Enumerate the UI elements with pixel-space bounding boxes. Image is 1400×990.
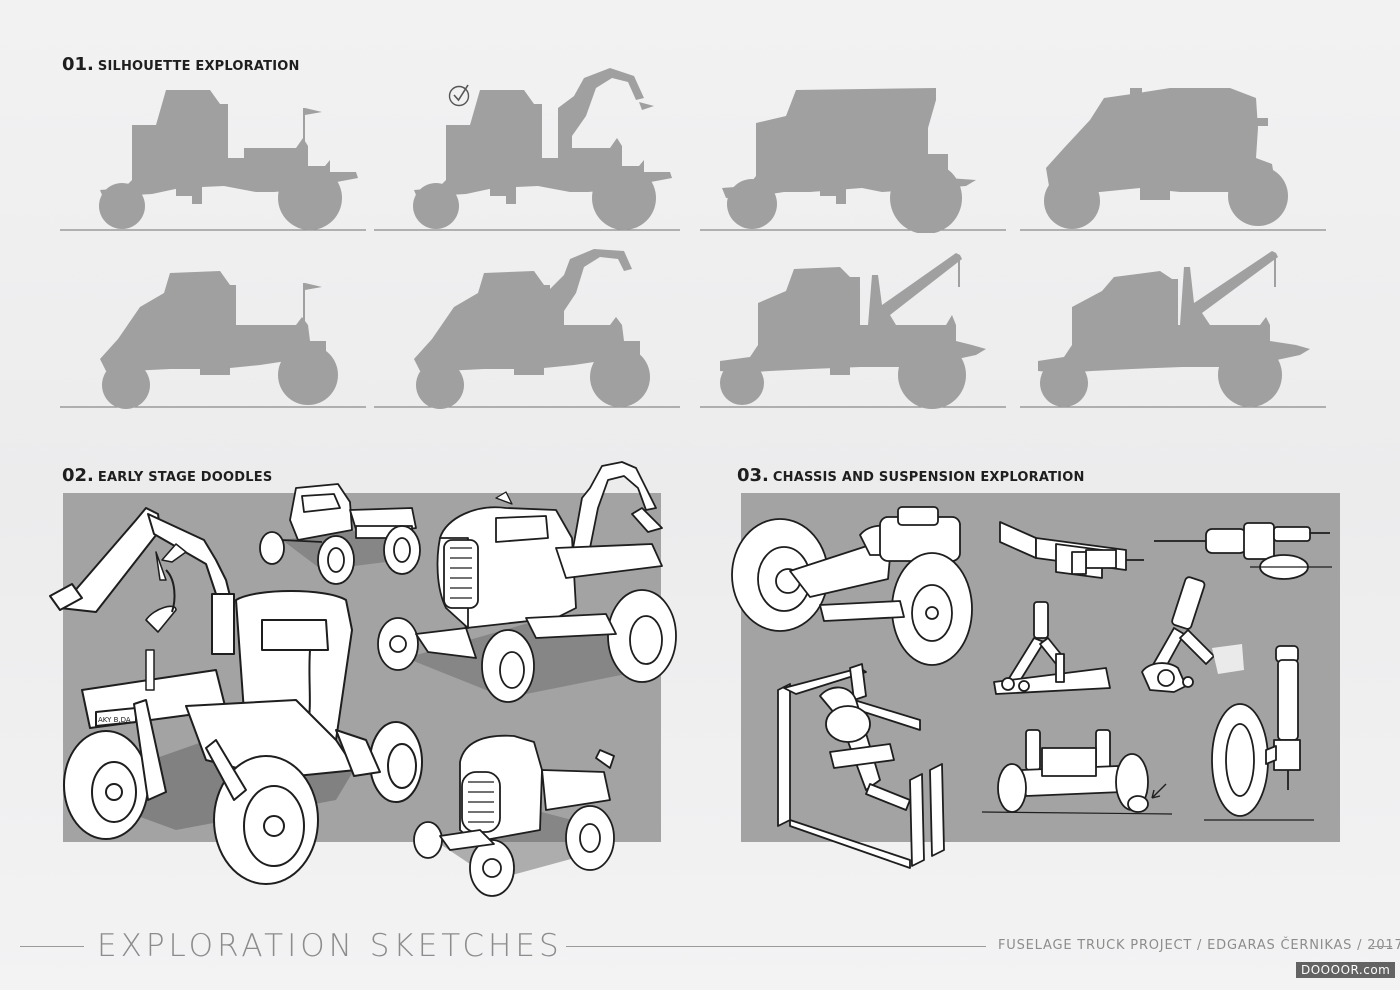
- section-number: 01.: [62, 54, 94, 75]
- section-title-doodles: 02.EARLY STAGE DOODLES: [62, 459, 272, 487]
- doodle-small-truck: [259, 480, 424, 590]
- sketch-strut-wheel: [1204, 640, 1326, 836]
- sketch-axle: [981, 722, 1178, 822]
- footer-credit: FUSELAGE TRUCK PROJECT / EDGARAS ČERNIKA…: [998, 938, 1400, 953]
- sketch-a-frame-2: [1138, 574, 1246, 700]
- silhouette-8: [1020, 245, 1330, 410]
- doodle-crane-truck: AKY B,DA: [36, 500, 436, 890]
- footer-divider-right: [566, 946, 986, 947]
- section-label: EARLY STAGE DOODLES: [97, 470, 273, 485]
- silhouette-6: [374, 245, 684, 410]
- license-plate: AKY B,DA: [98, 716, 131, 724]
- footer-divider-left: [20, 946, 84, 947]
- sketch-mount-bracket: [996, 518, 1146, 598]
- footer-title: EXPLORATION SKETCHES: [97, 928, 563, 964]
- sketch-a-frame: [993, 598, 1114, 695]
- silhouette-2: [374, 68, 684, 233]
- watermark-logo: DOOOOR.com: [1296, 962, 1396, 978]
- doodle-pickup-truck: [413, 720, 615, 900]
- sketch-shock-absorber: [1150, 515, 1332, 585]
- section-title-chassis: 03.CHASSIS AND SUSPENSION EXPLORATION: [737, 459, 1085, 487]
- section-label: CHASSIS AND SUSPENSION EXPLORATION: [772, 470, 1085, 485]
- silhouette-7: [700, 245, 1010, 410]
- section-number: 03.: [737, 465, 769, 486]
- silhouette-1: [60, 68, 370, 233]
- silhouette-3: [700, 68, 1010, 233]
- section-title-silhouette: 01.SILHOUETTE EXPLORATION: [62, 48, 300, 76]
- section-number: 02.: [62, 465, 94, 486]
- sketch-suspension-frame: [770, 660, 960, 870]
- silhouette-4: [1020, 68, 1330, 233]
- sketch-wheel-assembly: [720, 505, 980, 675]
- footer-divider-end: [1372, 946, 1392, 947]
- checkmark-icon: [446, 82, 472, 108]
- doodle-crane-truck-2: [376, 458, 688, 713]
- silhouette-5: [60, 245, 370, 410]
- section-label: SILHOUETTE EXPLORATION: [97, 59, 300, 74]
